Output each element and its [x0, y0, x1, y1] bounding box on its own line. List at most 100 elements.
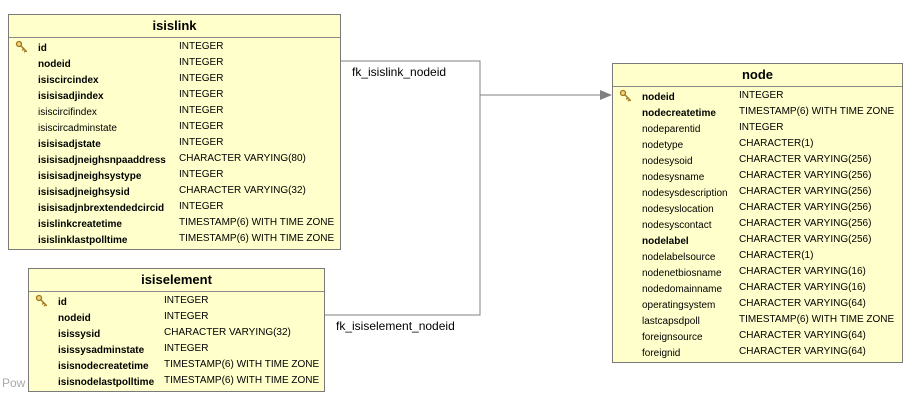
column-type: CHARACTER(1) — [739, 138, 814, 149]
column-type: INTEGER — [179, 89, 224, 100]
column-name: isisisadjindex — [38, 91, 104, 102]
column-type: INTEGER — [179, 73, 224, 84]
table-row: id INTEGER — [29, 293, 324, 309]
column-type: CHARACTER VARYING(256) — [739, 186, 872, 197]
table-row: isiscircadminstate INTEGER — [9, 119, 340, 135]
column-type: INTEGER — [179, 41, 224, 52]
key-spacer — [619, 313, 635, 327]
table-row: nodeid INTEGER — [9, 55, 340, 71]
primary-key-icon — [15, 40, 31, 54]
column-type: INTEGER — [179, 57, 224, 68]
table-title: isiselement — [29, 269, 324, 292]
column-type: CHARACTER VARYING(64) — [739, 330, 866, 341]
key-spacer — [619, 233, 635, 247]
key-spacer — [619, 121, 635, 135]
column-name: isisnodecreatetime — [58, 361, 149, 372]
column-name: isisisadjneighsysid — [38, 187, 130, 198]
column-type: TIMESTAMP(6) WITH TIME ZONE — [179, 217, 335, 228]
key-spacer — [35, 326, 51, 340]
key-spacer — [619, 153, 635, 167]
key-spacer — [619, 329, 635, 343]
arrowhead-icon — [600, 90, 612, 100]
key-spacer — [35, 358, 51, 372]
column-name: id — [58, 297, 67, 308]
table-row: isisnodecreatetime TIMESTAMP(6) WITH TIME… — [29, 357, 324, 373]
column-name: nodeid — [58, 313, 91, 324]
column-type: TIMESTAMP(6) WITH TIME ZONE — [164, 375, 320, 386]
column-type: INTEGER — [164, 311, 209, 322]
column-type: INTEGER — [164, 295, 209, 306]
key-spacer — [619, 217, 635, 231]
key-spacer — [619, 169, 635, 183]
primary-key-icon — [35, 294, 51, 308]
column-type: TIMESTAMP(6) WITH TIME ZONE — [164, 359, 320, 370]
fk-isiselement-nodeid-line — [325, 95, 481, 316]
column-name: lastcapsdpoll — [642, 316, 700, 327]
table-row: nodeid INTEGER — [29, 309, 324, 325]
table-row: id INTEGER — [9, 39, 340, 55]
key-spacer — [15, 104, 31, 118]
column-type: INTEGER — [179, 121, 224, 132]
column-type: CHARACTER VARYING(256) — [739, 170, 872, 181]
watermark-text: Pow — [2, 376, 26, 390]
table-title: isislink — [9, 15, 340, 38]
column-name: nodesyscontact — [642, 220, 712, 231]
column-type: INTEGER — [179, 137, 224, 148]
key-spacer — [15, 168, 31, 182]
column-name: isiscircifindex — [38, 107, 97, 118]
table-row: isisisadjstate INTEGER — [9, 135, 340, 151]
key-spacer — [619, 249, 635, 263]
column-name: nodeid — [38, 59, 71, 70]
column-name: isislinklastpolltime — [38, 235, 128, 246]
column-name: nodesyslocation — [642, 204, 714, 215]
key-spacer — [15, 184, 31, 198]
column-type: TIMESTAMP(6) WITH TIME ZONE — [739, 106, 895, 117]
column-type: CHARACTER VARYING(64) — [739, 298, 866, 309]
key-spacer — [619, 297, 635, 311]
column-type: CHARACTER VARYING(16) — [739, 266, 866, 277]
column-type: CHARACTER(1) — [739, 250, 814, 261]
column-name: isisisadjnbrextendedcircid — [38, 203, 165, 214]
column-name: nodecreatetime — [642, 108, 716, 119]
column-name: nodetype — [642, 140, 684, 151]
column-name: nodelabelsource — [642, 252, 716, 263]
table-row: nodesyscontact CHARACTER VARYING(256) — [613, 216, 902, 232]
key-spacer — [15, 120, 31, 134]
key-spacer — [35, 310, 51, 324]
column-name: id — [38, 43, 47, 54]
column-type: CHARACTER VARYING(32) — [179, 185, 306, 196]
column-name: isissysadminstate — [58, 345, 145, 356]
column-type: INTEGER — [179, 169, 224, 180]
column-name: isiscircadminstate — [38, 123, 117, 134]
table-row: isisisadjneighsysid CHARACTER VARYING(32) — [9, 183, 340, 199]
column-type: CHARACTER VARYING(16) — [739, 282, 866, 293]
table-row: isisnodelastpolltime TIMESTAMP(6) WITH TI… — [29, 373, 324, 389]
table-row: nodecreatetime TIMESTAMP(6) WITH TIME ZON… — [613, 104, 902, 120]
column-name: isisisadjstate — [38, 139, 101, 150]
column-type: CHARACTER VARYING(256) — [739, 218, 872, 229]
column-name: isisnodelastpolltime — [58, 377, 155, 388]
column-name: nodeid — [642, 92, 675, 103]
key-spacer — [619, 265, 635, 279]
key-spacer — [15, 72, 31, 86]
